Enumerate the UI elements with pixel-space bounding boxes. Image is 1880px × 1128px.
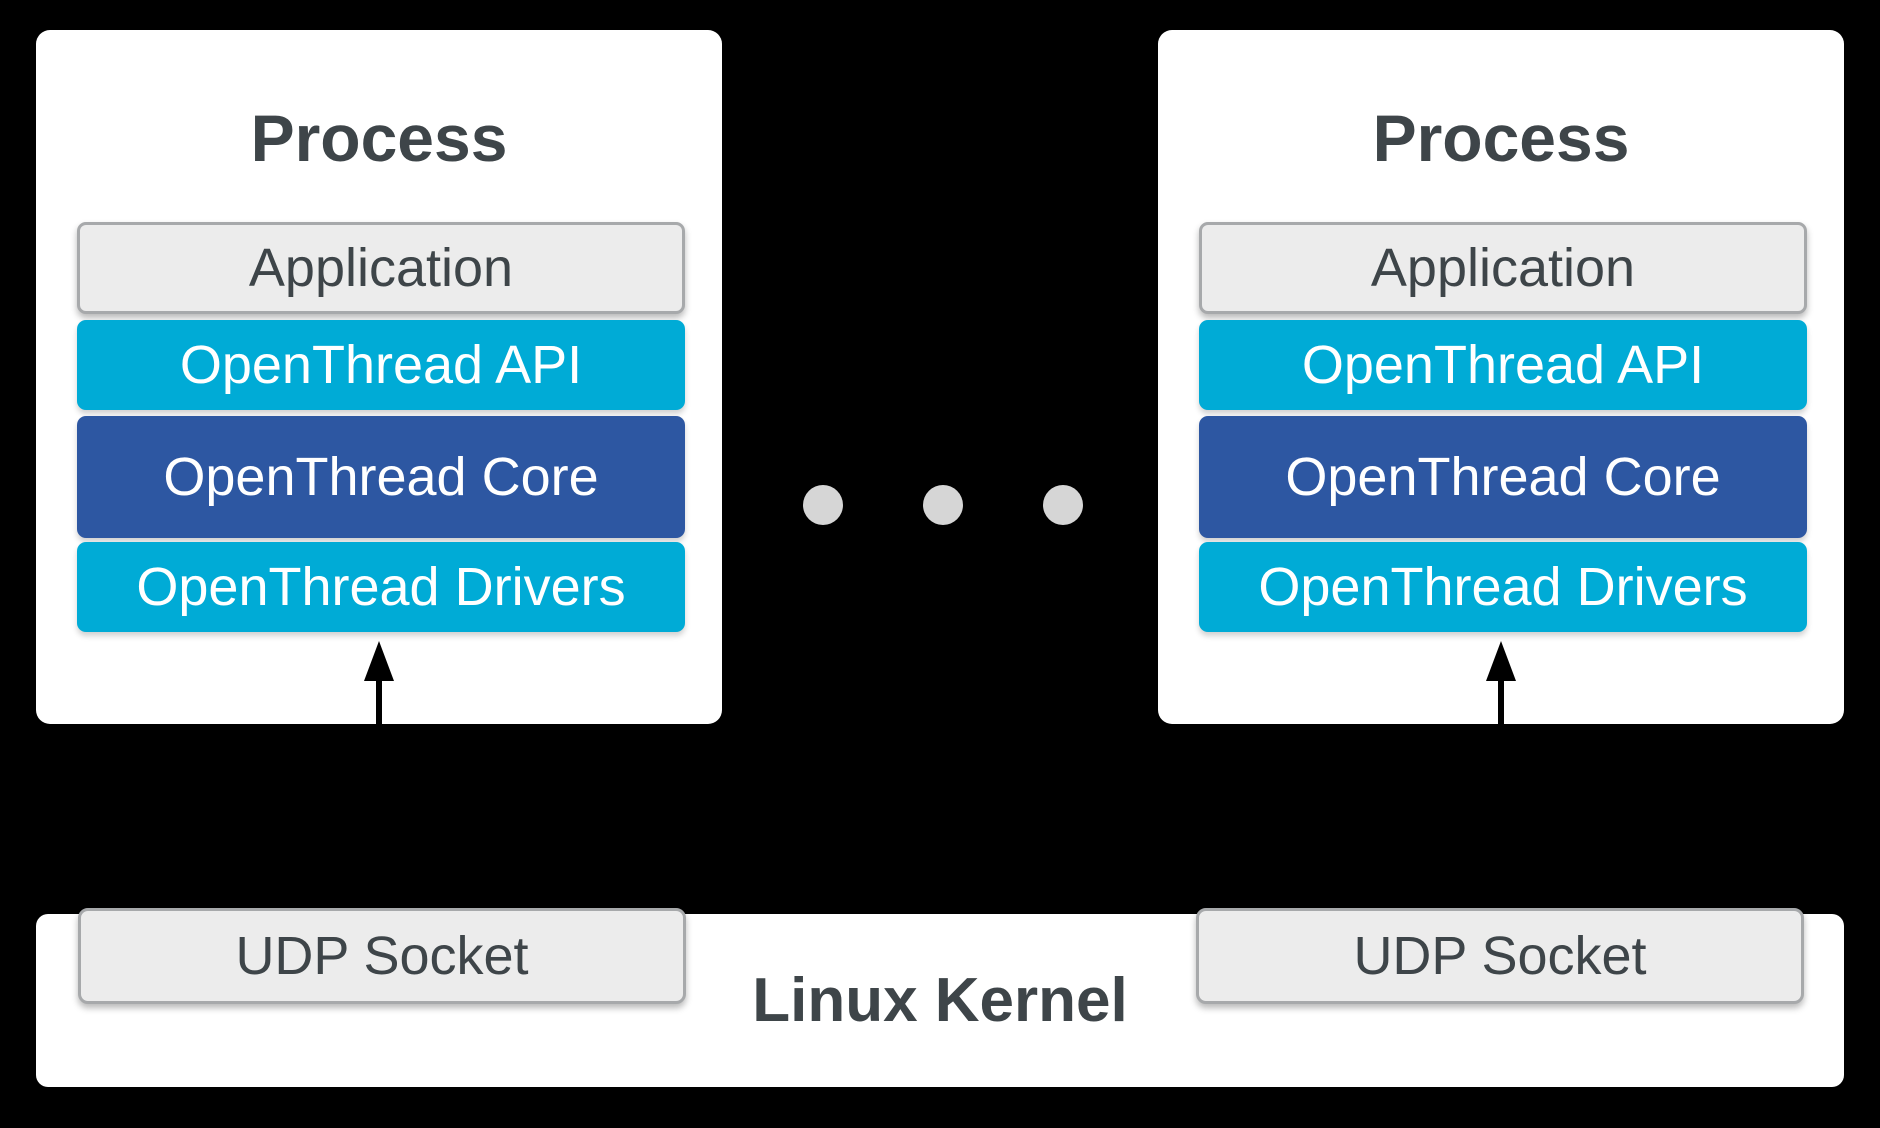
- layer-openthread-drivers: OpenThread Drivers: [1199, 542, 1807, 632]
- layer-openthread-core: OpenThread Core: [1199, 416, 1807, 538]
- linux-kernel-box: Linux Kernel UDP Socket UDP Socket: [36, 908, 1844, 1087]
- ellipsis-dot: [1043, 485, 1083, 525]
- arrow-head: [1486, 641, 1516, 681]
- process-title: Process: [1372, 101, 1630, 175]
- udp-socket-right: UDP Socket: [1196, 908, 1804, 1004]
- layer-openthread-api: OpenThread API: [1199, 320, 1807, 410]
- arrow-shaft: [1498, 678, 1504, 724]
- arrow-shaft: [376, 678, 382, 724]
- ellipsis-dot: [923, 485, 963, 525]
- process-title: Process: [250, 101, 508, 175]
- layer-openthread-api: OpenThread API: [77, 320, 685, 410]
- arrow-head: [364, 641, 394, 681]
- layer-application: Application: [1199, 222, 1807, 314]
- udp-socket-left: UDP Socket: [78, 908, 686, 1004]
- layer-openthread-drivers: OpenThread Drivers: [77, 542, 685, 632]
- process-box-right: Process Application OpenThread API OpenT…: [1158, 30, 1844, 724]
- layer-openthread-core: OpenThread Core: [77, 416, 685, 538]
- ellipsis-dot: [803, 485, 843, 525]
- process-box-left: Process Application OpenThread API OpenT…: [36, 30, 722, 724]
- linux-kernel-title: Linux Kernel: [752, 966, 1128, 1035]
- ellipsis: [803, 485, 1083, 525]
- layer-application: Application: [77, 222, 685, 314]
